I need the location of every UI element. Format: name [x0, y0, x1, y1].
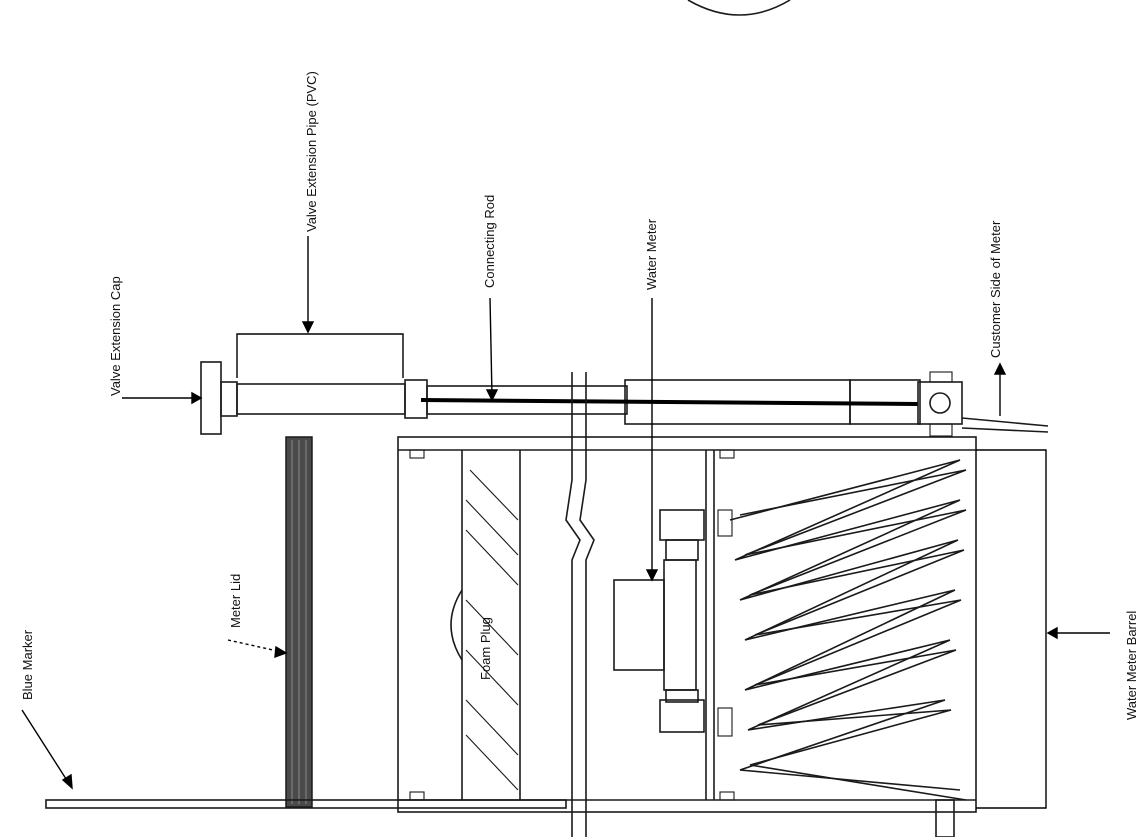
label-connecting-rod: Connecting Rod — [482, 195, 497, 288]
valve-extension-cap — [200, 361, 222, 435]
label-valve-extension-pipe: Valve Extension Pipe (PVC) — [304, 71, 319, 232]
label-foam-plug: Foam Plug — [478, 617, 493, 680]
curb-stop-valve — [917, 371, 963, 437]
label-water-meter: Water Meter — [644, 218, 659, 290]
leader-lines — [21, 236, 1110, 809]
label-customer-side: Customer Side of Meter — [988, 220, 1003, 358]
blue-marker — [45, 799, 567, 809]
foam-plug-hatching — [450, 469, 519, 791]
label-meter-lid: Meter Lid — [228, 574, 243, 628]
connecting-rod — [420, 398, 919, 406]
label-water-meter-barrel: Water Meter Barrel — [1124, 611, 1139, 720]
partial-circle — [687, 0, 791, 16]
water-meter — [613, 509, 733, 737]
meter-lid-texture — [291, 440, 307, 804]
coiled-pipe — [729, 459, 967, 801]
valve-cap-neck — [220, 381, 238, 417]
label-blue-marker: Blue Marker — [20, 629, 35, 700]
break-lines — [565, 372, 595, 837]
customer-side-pipe — [961, 417, 1049, 427]
meter-barrel-box — [397, 436, 977, 813]
bottom-pipe-stub — [935, 799, 955, 837]
valve-extension-pipe — [236, 383, 406, 415]
label-valve-extension-cap: Valve Extension Cap — [108, 276, 123, 396]
